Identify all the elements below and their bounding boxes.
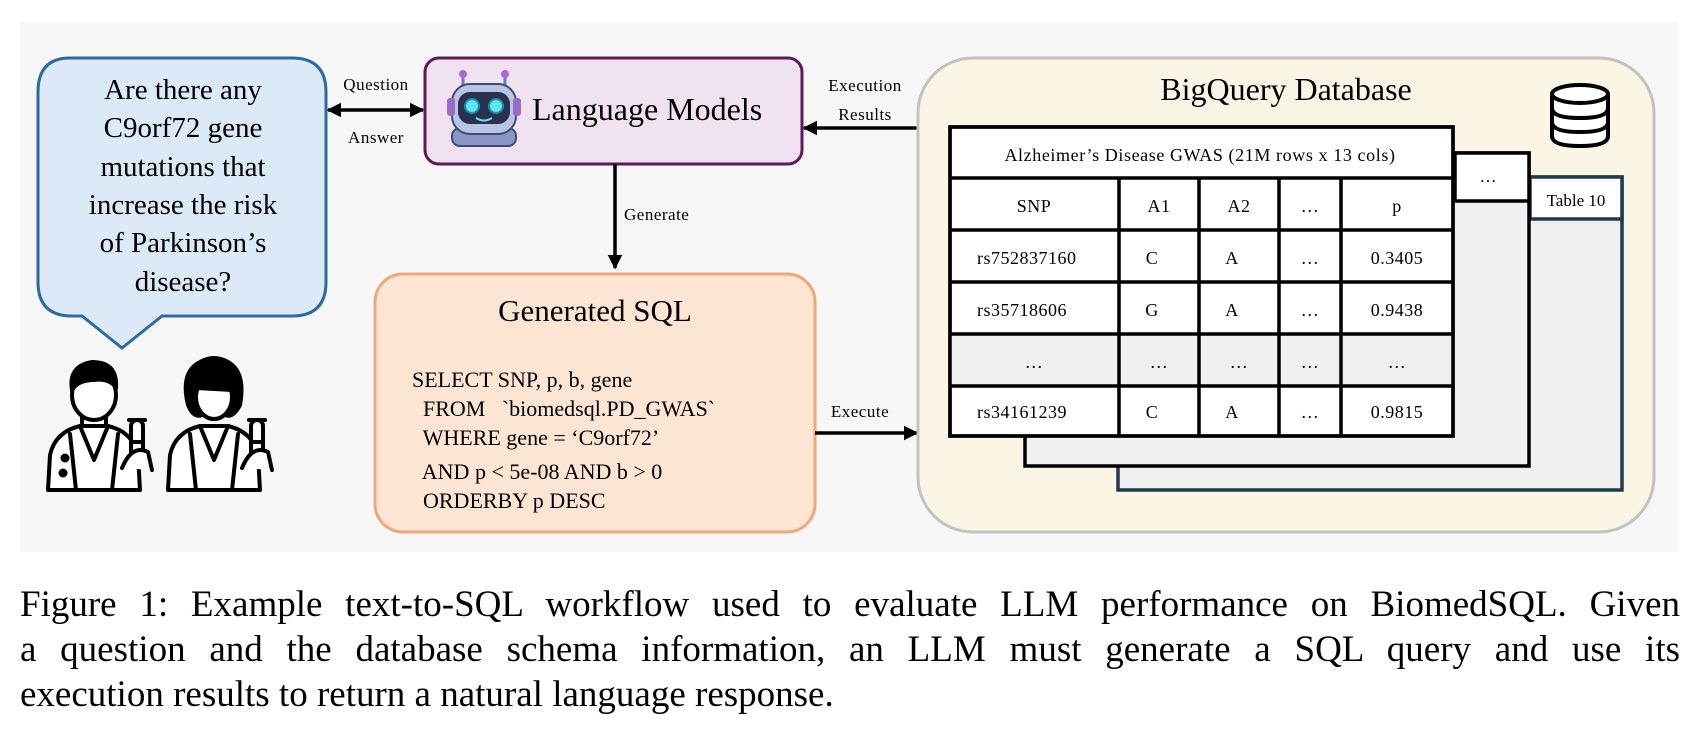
question-line: C9orf72 gene — [104, 112, 263, 144]
question-line: of Parkinson’s — [100, 227, 267, 259]
table-cell: … — [1301, 248, 1320, 268]
execute-label: Execute — [831, 402, 889, 421]
execution-results-label: Execution — [828, 76, 901, 95]
male-scientist-icon — [46, 360, 154, 492]
middle-table-label: … — [1480, 167, 1497, 186]
table-header: A1 — [1148, 196, 1171, 216]
generated-sql-title: Generated SQL — [498, 293, 692, 328]
bigquery-database-title: BigQuery Database — [1160, 71, 1411, 107]
question-line: Are there any — [104, 74, 262, 106]
question-line: disease? — [135, 266, 232, 298]
table-cell: … — [1301, 352, 1320, 372]
question-label: Question — [343, 75, 408, 94]
answer-label: Answer — [348, 128, 404, 147]
table-cell: rs752837160 — [977, 248, 1077, 268]
table-cell: rs35718606 — [977, 300, 1067, 320]
figure-caption: Figure 1: Example text-to-SQL workflow u… — [20, 582, 1680, 717]
table-cell: 0.9815 — [1371, 402, 1424, 422]
question-line: increase the risk — [89, 189, 278, 221]
table-cell: G — [1145, 300, 1159, 320]
table-cell: A — [1225, 402, 1239, 422]
table-header: p — [1392, 196, 1402, 216]
table-cell: … — [1301, 300, 1320, 320]
table-cell: C — [1146, 402, 1159, 422]
table-cell: 0.3405 — [1371, 248, 1424, 268]
caption-line: a question and the database schema infor… — [20, 629, 1680, 670]
table-cell: … — [1388, 352, 1407, 372]
table-header: SNP — [1017, 196, 1052, 216]
workflow-diagram: Are there any C9orf72 gene mutations tha… — [36, 56, 1656, 534]
table-cell: A — [1225, 300, 1239, 320]
generate-label: Generate — [624, 205, 689, 224]
gwas-table — [948, 125, 1455, 438]
sql-line: FROM `biomedsql.PD_GWAS` — [412, 396, 715, 421]
table-cell: C — [1146, 248, 1159, 268]
table-cell: … — [1301, 402, 1320, 422]
table-cell: … — [1025, 352, 1044, 372]
generated-sql-box — [373, 272, 817, 534]
table-header: A2 — [1228, 196, 1251, 216]
question-line: mutations that — [100, 151, 265, 183]
language-models-title: Language Models — [532, 91, 762, 127]
robot-icon — [447, 70, 521, 147]
workflow-figure: Are there any C9orf72 gene mutations tha… — [20, 22, 1678, 552]
table-header: … — [1301, 196, 1320, 216]
sql-line: SELECT SNP, p, b, gene — [412, 367, 632, 392]
table-cell: … — [1150, 352, 1169, 372]
table-cell: … — [1230, 352, 1249, 372]
table-cell: rs34161239 — [977, 402, 1067, 422]
table-title: Alzheimer’s Disease GWAS (21M rows x 13 … — [1004, 145, 1395, 166]
sql-line: AND p < 5e-08 AND b > 0 — [412, 459, 662, 484]
table-cell: A — [1225, 248, 1239, 268]
sql-line: WHERE gene = ‘C9orf72’ — [412, 425, 659, 450]
sql-line: ORDERBY p DESC — [412, 488, 606, 513]
database-icon — [1550, 83, 1610, 149]
execution-results-label: Results — [838, 105, 892, 124]
back-table-label: Table 10 — [1547, 191, 1606, 210]
caption-line: execution results to return a natural la… — [20, 674, 834, 715]
caption-line: Figure 1: Example text-to-SQL workflow u… — [20, 584, 1680, 625]
table-cell: 0.9438 — [1371, 300, 1424, 320]
question-bubble — [36, 56, 328, 350]
female-scientist-icon — [166, 356, 274, 492]
